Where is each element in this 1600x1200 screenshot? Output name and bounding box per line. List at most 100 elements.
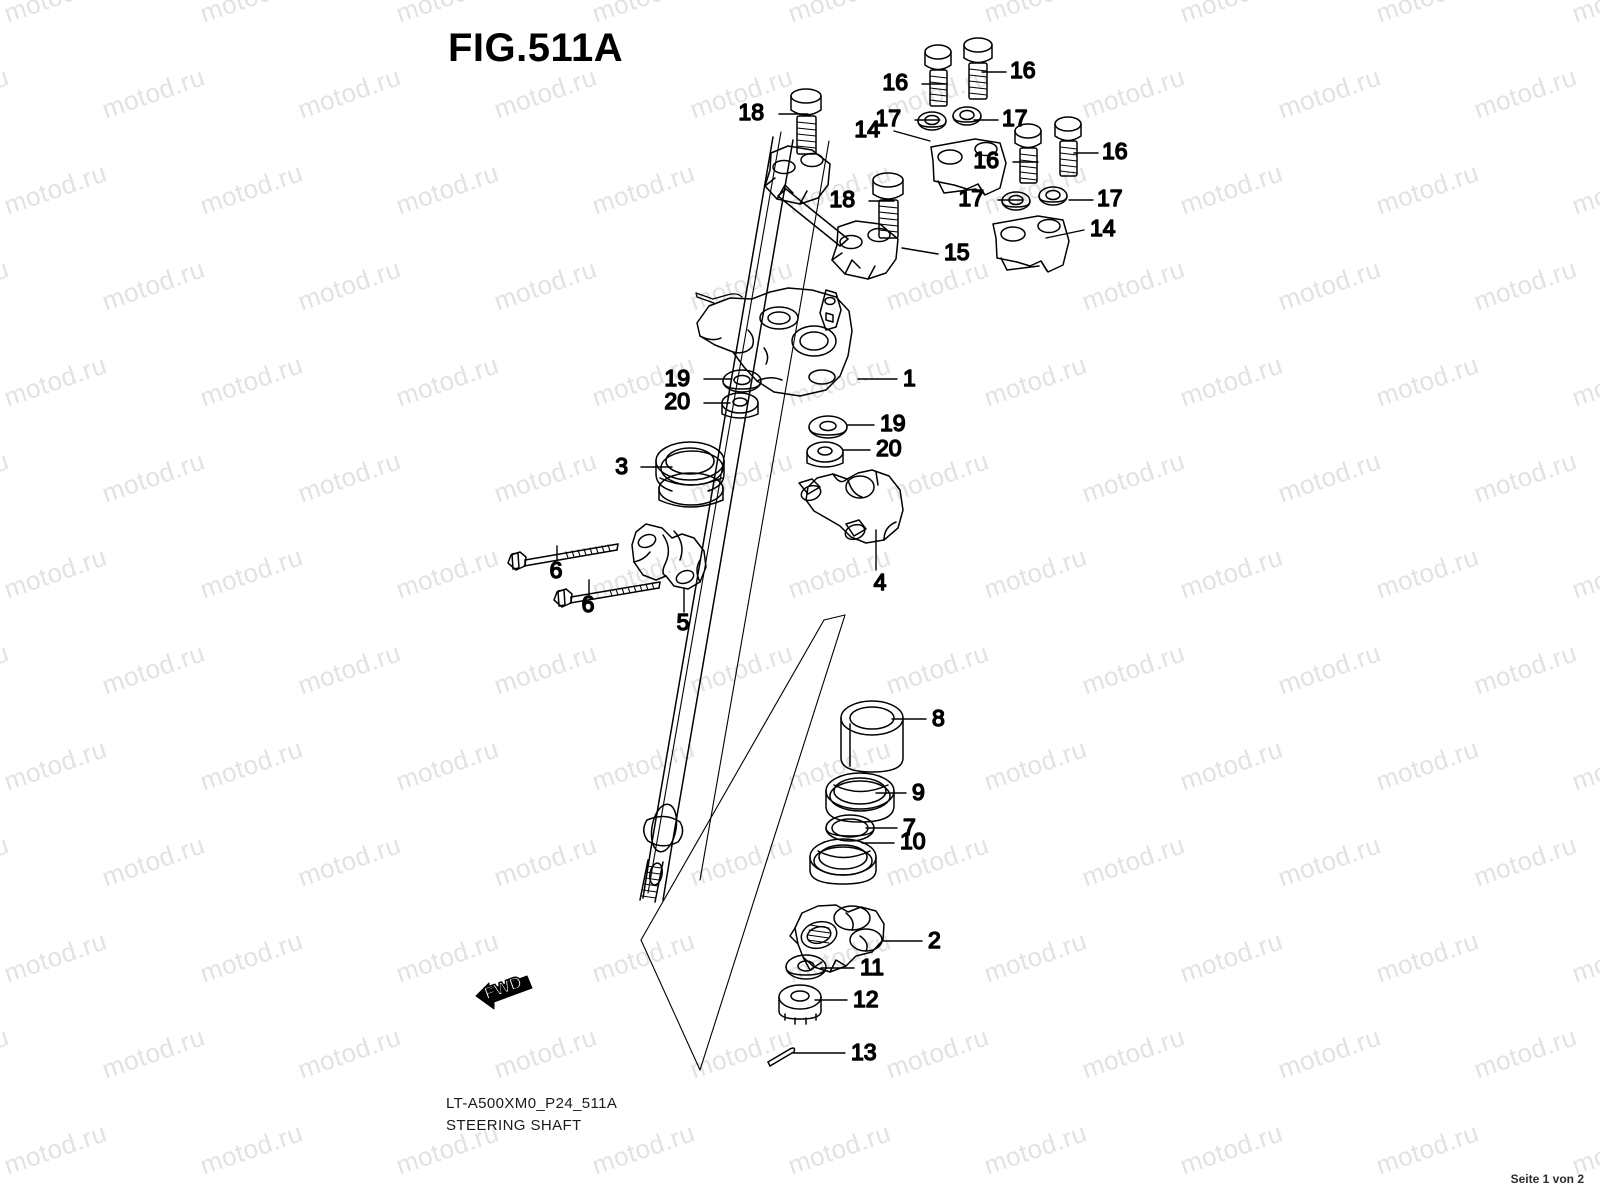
callout-number: 11: [860, 954, 884, 980]
figure-title: FIG.511A: [448, 26, 624, 70]
callout-number: 12: [853, 986, 879, 1012]
callout-number: 19: [664, 365, 690, 391]
callout-20: 20: [842, 434, 902, 462]
callout-number: 18: [738, 99, 764, 125]
callout-1: 1: [857, 364, 917, 392]
callout-4: 4: [873, 529, 887, 596]
page-indicator: Seite 1 von 2: [1510, 1172, 1584, 1186]
callout-number: 9: [912, 779, 925, 805]
callout-number: 17: [958, 185, 984, 211]
callout-number: 17: [875, 105, 901, 131]
callout-number: 10: [900, 828, 926, 854]
part-11-washer: [785, 954, 827, 980]
callout-number: 16: [1102, 138, 1128, 164]
figure-code-label: LT-A500XM0_P24_511A: [446, 1095, 618, 1112]
part-17-washer-a: [917, 111, 947, 131]
callout-number: 20: [876, 435, 902, 461]
callout-16: 16: [973, 146, 1039, 174]
callout-16: 16: [1073, 137, 1128, 165]
part-4-steering-arm: [798, 469, 904, 544]
callout-20: 20: [664, 387, 731, 415]
callout-17: 17: [875, 104, 941, 132]
callout-number: 18: [829, 186, 855, 212]
part-20-nut-right: [806, 441, 844, 468]
callout-14: 14: [854, 115, 931, 143]
callout-5: 5: [676, 587, 690, 636]
part-9-bearing-race: [825, 772, 895, 823]
part-12-castle-nut: [778, 984, 822, 1025]
callout-14: 14: [1045, 214, 1117, 242]
steering-shaft: [639, 136, 794, 903]
callout-number: 15: [944, 239, 970, 265]
callout-number: 8: [932, 705, 945, 731]
pitman-splines: [807, 924, 831, 944]
callout-11: 11: [820, 953, 885, 981]
part-16-bolt-c: [1014, 123, 1042, 184]
callout-number: 16: [882, 69, 908, 95]
callout-leader-line: [1045, 229, 1085, 239]
callout-number: 16: [973, 147, 999, 173]
callout-number: 20: [664, 388, 690, 414]
part-17-washer-c: [1001, 191, 1031, 211]
callout-number: 6: [582, 591, 595, 617]
callout-6: 6: [549, 545, 563, 584]
part-14-holder-a: [930, 138, 1007, 196]
part-16-bolt-b: [963, 37, 993, 100]
part-16-bolt-d: [1054, 116, 1082, 177]
callout-16: 16: [882, 68, 948, 96]
part-15-holder-lower: [831, 220, 899, 280]
part-17-washer-b: [952, 106, 982, 126]
callout-12: 12: [814, 985, 879, 1013]
part-1-wire-clip: [695, 292, 743, 304]
callout-leader-line: [893, 130, 931, 142]
part-10-oil-seal: [809, 838, 877, 885]
callout-19: 19: [846, 409, 906, 437]
callout-number: 4: [874, 569, 887, 595]
callout-17: 17: [1068, 184, 1123, 212]
part-17-washer-d: [1038, 186, 1068, 206]
part-5-clamp-holder: [631, 523, 707, 590]
part-19-washer-left: [722, 369, 762, 393]
callout-number: 16: [1010, 57, 1036, 83]
part-8-bushing: [840, 700, 904, 773]
part-19-washer-right: [808, 415, 848, 439]
callout-number: 17: [1002, 105, 1028, 131]
callout-6: 6: [581, 579, 595, 618]
callout-18: 18: [829, 185, 895, 213]
part-1-upper-bracket: [696, 287, 853, 397]
callout-number: 6: [550, 557, 563, 583]
callout-number: 7: [903, 814, 916, 840]
callout-number: 17: [1097, 185, 1123, 211]
callout-number: 2: [928, 927, 941, 953]
callout-16: 16: [981, 56, 1036, 84]
callout-7: 7: [865, 813, 917, 841]
callout-18: 18: [738, 98, 809, 126]
projection-lines: [640, 131, 846, 1071]
callout-number: 5: [677, 609, 690, 635]
callout-9: 9: [875, 778, 926, 806]
callout-number: 19: [880, 410, 906, 436]
callout-number: 14: [854, 116, 880, 142]
part-6-bolt-lower: [553, 581, 661, 608]
part-18-bolt-upper: [790, 88, 822, 155]
callout-10: 10: [861, 827, 926, 855]
callout-number: 3: [615, 453, 628, 479]
figure-name-label: STEERING SHAFT: [446, 1117, 582, 1134]
part-16-bolt-a: [924, 44, 952, 107]
callout-number: 13: [851, 1039, 877, 1065]
fwd-direction-marker: [475, 975, 533, 1010]
callout-13: 13: [792, 1038, 877, 1066]
part-14-holder-b: [992, 215, 1070, 273]
callout-2: 2: [881, 926, 942, 954]
callout-8: 8: [891, 704, 946, 732]
callout-19: 19: [664, 364, 733, 392]
callout-3: 3: [614, 452, 673, 480]
callout-number: 14: [1090, 215, 1116, 241]
callout-17: 17: [973, 104, 1028, 132]
callout-15: 15: [901, 238, 970, 266]
part-15-holder-upper: [764, 145, 831, 205]
part-6-bolt-upper: [507, 543, 619, 571]
